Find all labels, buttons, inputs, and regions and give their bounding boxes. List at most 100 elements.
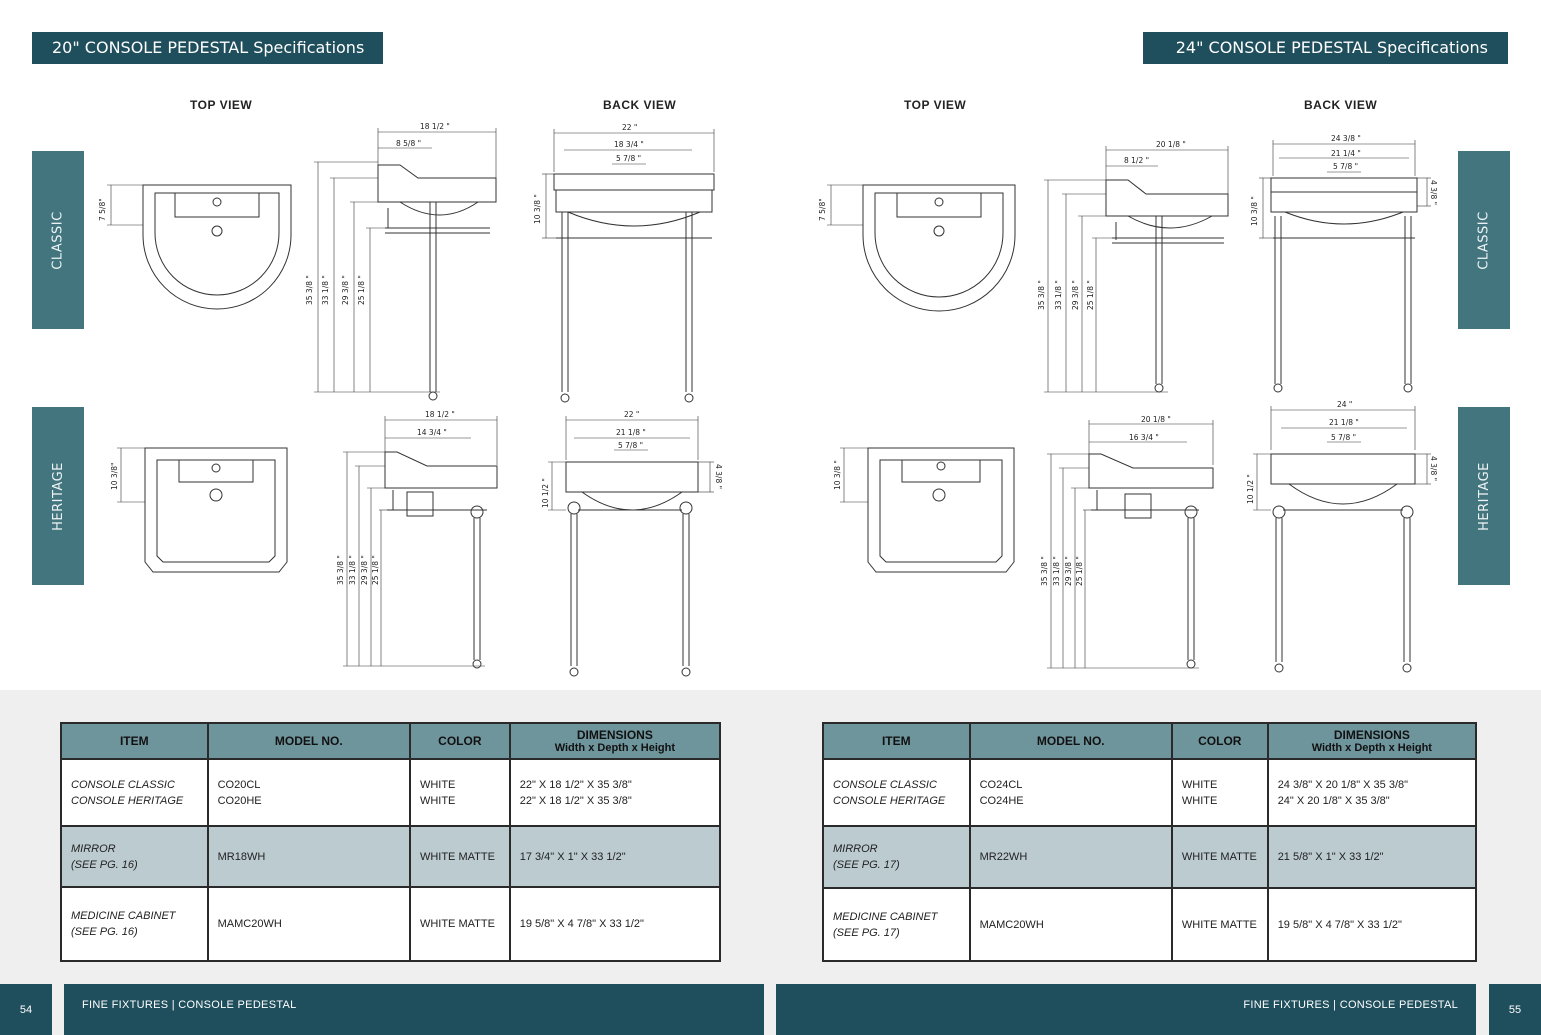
left-heritage-height-3-label: 29 3/8 " <box>360 555 369 585</box>
left-classic-side-view-drawing: 18 1/2 " 8 5/8 " 35 3/8 " 33 1/8 " 29 3/… <box>305 122 497 401</box>
item-column-header: ITEM <box>60 722 209 760</box>
right-classic-back-inner-label: 21 1/4 " <box>1331 149 1361 158</box>
right-page-title: 24" CONSOLE PEDESTAL Specifications <box>1143 32 1508 64</box>
color-column-header: COLOR <box>408 722 511 760</box>
right-classic-back-faucet-label: 5 7/8 " <box>1333 162 1358 171</box>
left-heritage-top-depth-label: 10 3/8" <box>110 463 119 490</box>
right-classic-back-view-drawing: 24 3/8 " 21 1/4 " 5 7/8 " 10 3/8 " 4 3/8… <box>1250 134 1438 393</box>
left-heritage-back-height-label: 10 1/2 " <box>541 478 550 508</box>
left-heritage-side-inner-label: 14 3/4 " <box>417 428 447 437</box>
left-classic-side-total-label: 18 1/2 " <box>420 122 450 131</box>
model-cell: MR22WH <box>968 825 1173 889</box>
right-heritage-back-total-label: 24 " <box>1337 400 1352 409</box>
left-heritage-height-2-label: 33 1/8 " <box>348 555 357 585</box>
footer-brand: FINE FIXTURES <box>82 999 169 1011</box>
right-heritage-back-height-label: 10 1/2 " <box>1246 474 1255 504</box>
right-classic-top-view-drawing: 7 5/8" <box>818 184 1016 312</box>
color-cell: WHITE MATTE <box>408 886 511 962</box>
item-cell: MIRROR(SEE PG. 17) <box>822 825 971 889</box>
right-heritage-back-right-label: 4 3/8 " <box>1429 456 1438 481</box>
left-classic-height-1-label: 35 3/8 " <box>305 275 314 305</box>
left-heritage-tab: HERITAGE <box>32 407 84 585</box>
right-page-number: 55 <box>1489 984 1541 1035</box>
left-heritage-back-right-label: 4 3/8 " <box>714 464 723 489</box>
right-classic-back-total-label: 24 3/8 " <box>1331 134 1361 143</box>
right-heritage-height-4-label: 25 1/8 " <box>1075 556 1084 586</box>
right-classic-back-height-label: 10 3/8 " <box>1250 196 1259 226</box>
right-heritage-top-view-drawing: 10 3/8 " <box>833 447 1015 573</box>
left-heritage-back-faucet-label: 5 7/8 " <box>618 441 643 450</box>
left-classic-height-3-label: 29 3/8 " <box>341 275 350 305</box>
right-heritage-height-3-label: 29 3/8 " <box>1064 556 1073 586</box>
left-classic-height-4-label: 25 1/8 " <box>357 275 366 305</box>
left-footer: FINE FIXTURES | CONSOLE PEDESTAL <box>64 984 764 1035</box>
model-cell: MR18WH <box>206 825 411 888</box>
right-classic-side-total-label: 20 1/8 " <box>1156 140 1186 149</box>
table-row: MEDICINE CABINET(SEE PG. 17) MAMC20WH WH… <box>822 887 1478 962</box>
table-row: MIRROR(SEE PG. 17) MR22WH WHITE MATTE 21… <box>822 825 1478 889</box>
left-classic-back-total-label: 22 " <box>622 123 637 132</box>
left-heritage-back-view-drawing: 22 " 21 1/8 " 5 7/8 " 10 1/2 " 4 3/8 " <box>541 410 723 677</box>
model-column-header: MODEL NO. <box>968 722 1173 760</box>
left-classic-side-inner-label: 8 5/8 " <box>396 139 421 148</box>
right-heritage-side-total-label: 20 1/8 " <box>1141 415 1171 424</box>
color-column-header: COLOR <box>1170 722 1269 760</box>
right-back-view-label: BACK VIEW <box>1304 98 1378 112</box>
footer-section: CONSOLE PEDESTAL <box>1339 999 1458 1011</box>
right-heritage-height-2-label: 33 1/8 " <box>1052 556 1061 586</box>
right-classic-height-3-label: 29 3/8 " <box>1071 280 1080 310</box>
footer-brand: FINE FIXTURES <box>1243 999 1330 1011</box>
right-heritage-side-view-drawing: 20 1/8 " 16 3/4 " 35 3/8 " 33 1/8 " 29 3… <box>1040 415 1214 669</box>
right-classic-tab: CLASSIC <box>1458 151 1510 329</box>
table-row: MIRROR(SEE PG. 16) MR18WH WHITE MATTE 17… <box>60 825 722 888</box>
dimensions-cell: 22" X 18 1/2" X 35 3/8"22" X 18 1/2" X 3… <box>508 758 722 827</box>
model-column-header: MODEL NO. <box>206 722 411 760</box>
left-classic-back-inner-label: 18 3/4 " <box>614 140 644 149</box>
right-heritage-back-faucet-label: 5 7/8 " <box>1331 433 1356 442</box>
left-heritage-height-4-label: 25 1/8 " <box>371 555 380 585</box>
right-classic-height-2-label: 33 1/8 " <box>1054 280 1063 310</box>
dimensions-cell: 19 5/8" X 4 7/8" X 33 1/2" <box>1266 887 1478 962</box>
left-heritage-top-view-drawing: 10 3/8" <box>110 447 288 573</box>
dimensions-cell: 17 3/4" X 1" X 33 1/2" <box>508 825 722 888</box>
left-top-view-label: TOP VIEW <box>190 98 253 112</box>
left-page-number: 54 <box>0 984 52 1035</box>
item-column-header: ITEM <box>822 722 971 760</box>
left-classic-tab: CLASSIC <box>32 151 84 329</box>
color-cell: WHITE MATTE <box>1170 887 1269 962</box>
left-heritage-height-1-label: 35 3/8 " <box>336 555 345 585</box>
color-cell: WHITE MATTE <box>408 825 511 888</box>
right-classic-side-view-drawing: 20 1/8 " 8 1/2 " 35 3/8 " 33 1/8 " 29 3/… <box>1037 140 1229 393</box>
right-heritage-top-depth-label: 10 3/8 " <box>833 460 842 490</box>
item-cell: MEDICINE CABINET(SEE PG. 17) <box>822 887 971 962</box>
color-cell: WHITE MATTE <box>1170 825 1269 889</box>
right-classic-height-4-label: 25 1/8 " <box>1086 280 1095 310</box>
right-classic-back-right-label: 4 3/8 " <box>1429 180 1438 205</box>
footer-separator: | <box>1333 999 1337 1011</box>
left-page-title: 20" CONSOLE PEDESTAL Specifications <box>32 32 383 64</box>
left-classic-back-view-drawing: 22 " 18 3/4 " 5 7/8 " 10 3/8 " <box>533 123 715 403</box>
model-cell: MAMC20WH <box>968 887 1173 962</box>
dimensions-cell: 21 5/8" X 1" X 33 1/2" <box>1266 825 1478 889</box>
right-heritage-side-inner-label: 16 3/4 " <box>1129 433 1159 442</box>
item-cell: MIRROR(SEE PG. 16) <box>60 825 209 888</box>
left-classic-back-faucet-label: 5 7/8 " <box>616 154 641 163</box>
right-heritage-height-1-label: 35 3/8 " <box>1040 556 1049 586</box>
right-classic-side-inner-label: 8 1/2 " <box>1124 156 1149 165</box>
left-heritage-back-inner-label: 21 1/8 " <box>616 428 646 437</box>
right-footer: FINE FIXTURES | CONSOLE PEDESTAL <box>776 984 1476 1035</box>
right-classic-height-1-label: 35 3/8 " <box>1037 280 1046 310</box>
